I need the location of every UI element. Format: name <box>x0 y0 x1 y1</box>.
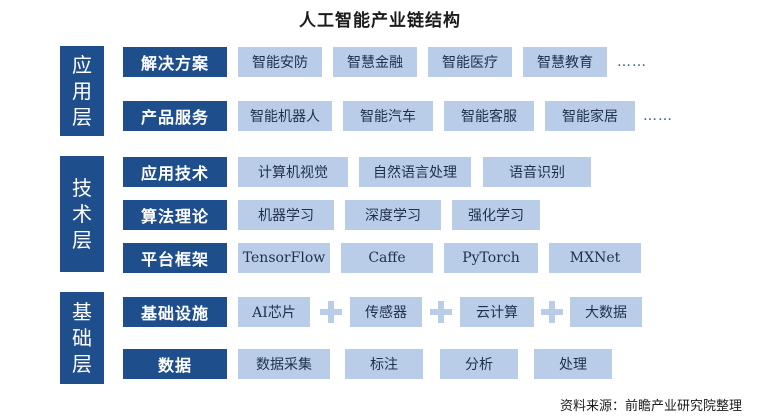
item-processing: 处理 <box>534 349 612 379</box>
item-smart-security: 智能安防 <box>238 47 322 77</box>
item-smart-finance: 智慧金融 <box>333 47 417 77</box>
layer-technology-char-1: 技 <box>72 176 92 200</box>
plus-icon <box>430 301 452 323</box>
item-speech-recognition: 语音识别 <box>483 157 591 187</box>
plus-icon <box>320 301 342 323</box>
item-smart-car: 智能汽车 <box>343 101 433 131</box>
diagram-title: 人工智能产业链结构 <box>299 11 461 31</box>
category-frameworks: 平台框架 <box>123 243 227 273</box>
layer-application-char-1: 应 <box>72 53 92 77</box>
item-smart-customer-service: 智能客服 <box>444 101 534 131</box>
item-reinforcement-learning: 强化学习 <box>452 200 540 230</box>
layer-application: 应 用 层 <box>60 46 104 136</box>
item-cloud-computing: 云计算 <box>460 297 534 327</box>
layer-application-char-2: 用 <box>72 79 92 103</box>
item-data-collection: 数据采集 <box>238 349 330 379</box>
item-smart-medical: 智能医疗 <box>428 47 512 77</box>
item-computer-vision: 计算机视觉 <box>238 157 348 187</box>
layer-technology-char-2: 术 <box>72 202 92 226</box>
layer-technology: 技 术 层 <box>60 156 104 272</box>
layer-foundation-char-3: 层 <box>72 352 92 376</box>
layer-foundation-char-1: 基 <box>72 300 92 324</box>
item-smart-home: 智能家居 <box>545 101 635 131</box>
item-machine-learning: 机器学习 <box>238 200 334 230</box>
item-smart-robot: 智能机器人 <box>238 101 332 131</box>
more-ellipsis: …… <box>643 108 673 124</box>
item-deep-learning: 深度学习 <box>345 200 441 230</box>
category-algorithms: 算法理论 <box>123 200 227 230</box>
item-tensorflow: TensorFlow <box>238 243 330 273</box>
item-mxnet: MXNet <box>549 243 641 273</box>
item-smart-education: 智慧教育 <box>523 47 607 77</box>
layer-technology-char-3: 层 <box>72 228 92 252</box>
item-sensor: 传感器 <box>350 297 422 327</box>
item-big-data: 大数据 <box>570 297 642 327</box>
layer-foundation: 基 础 层 <box>60 292 104 384</box>
category-products: 产品服务 <box>123 101 227 131</box>
layer-foundation-char-2: 础 <box>72 326 92 350</box>
more-ellipsis: …… <box>617 54 647 70</box>
category-infrastructure: 基础设施 <box>123 297 227 327</box>
item-ai-chip: AI芯片 <box>238 297 310 327</box>
category-applied-tech: 应用技术 <box>123 157 227 187</box>
plus-icon <box>541 301 563 323</box>
source-note: 资料来源：前瞻产业研究院整理 <box>559 399 742 414</box>
layer-application-char-3: 层 <box>72 105 92 129</box>
category-solutions: 解决方案 <box>123 47 227 77</box>
item-pytorch: PyTorch <box>444 243 538 273</box>
item-analysis: 分析 <box>440 349 518 379</box>
item-nlp: 自然语言处理 <box>359 157 471 187</box>
item-caffe: Caffe <box>341 243 433 273</box>
category-data: 数据 <box>123 349 227 379</box>
item-annotation: 标注 <box>345 349 423 379</box>
